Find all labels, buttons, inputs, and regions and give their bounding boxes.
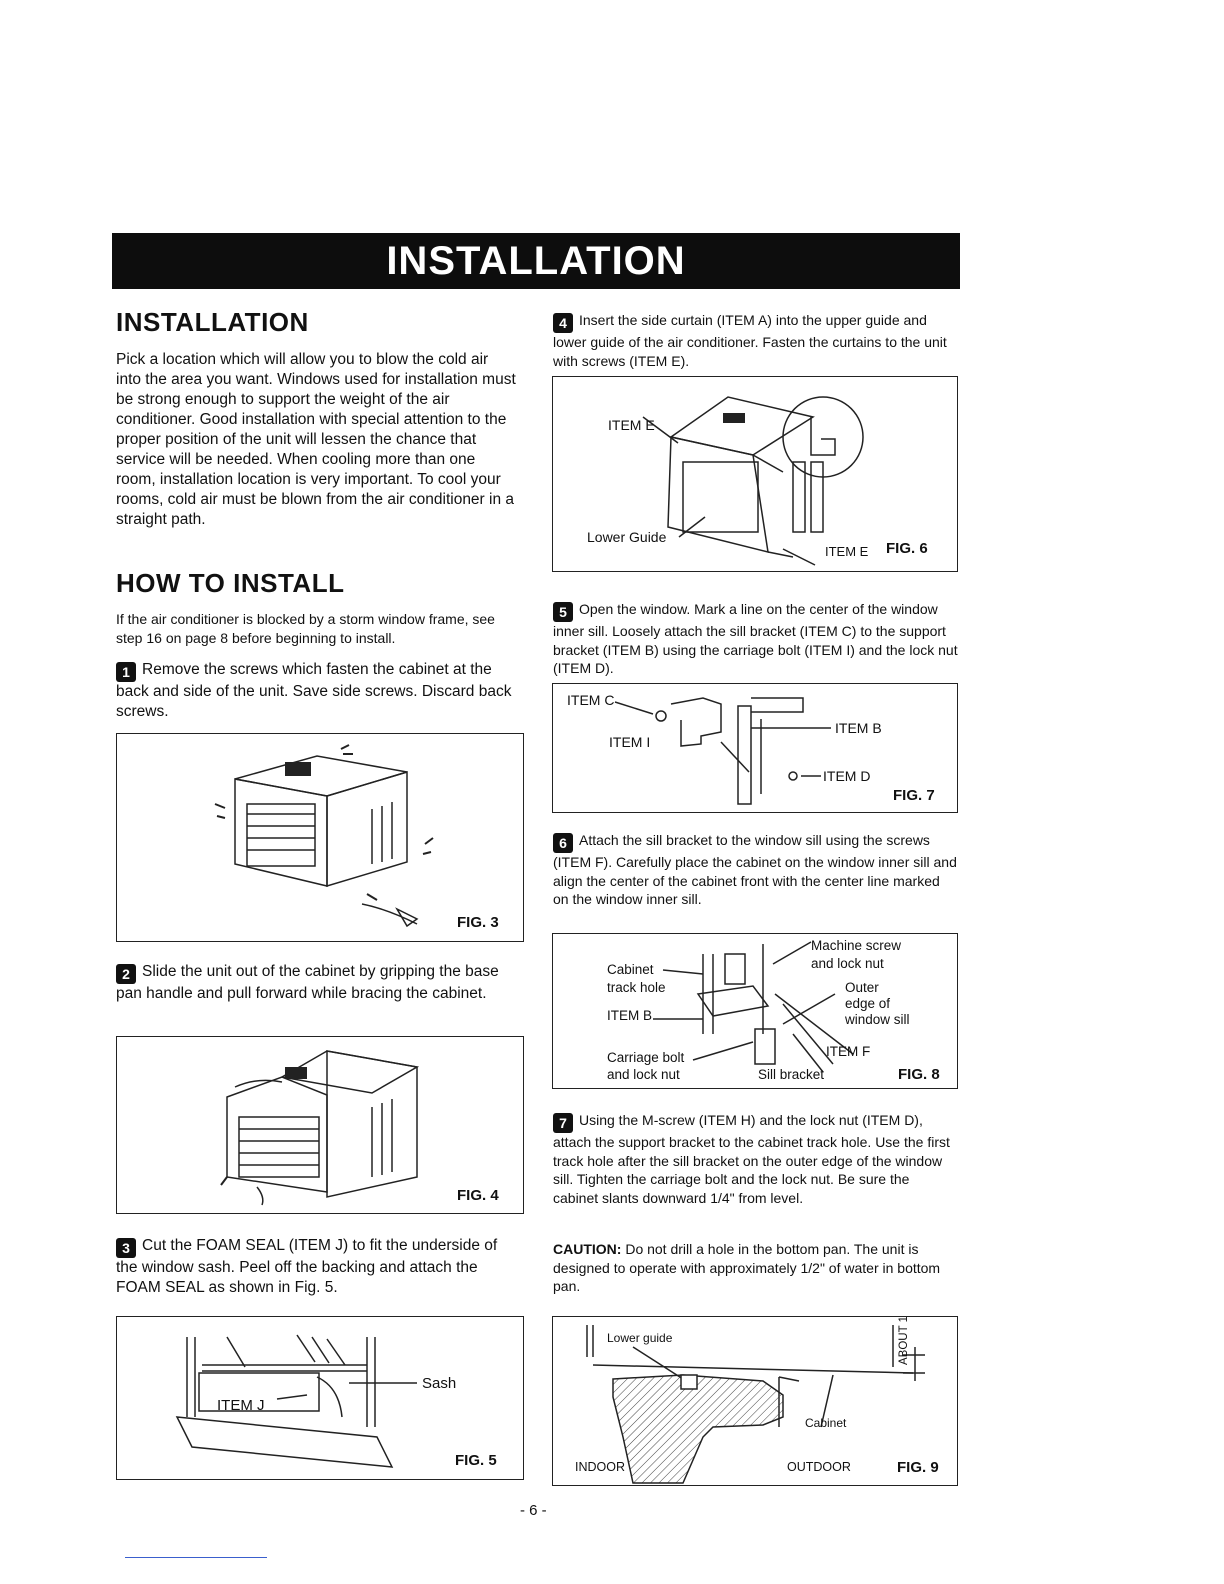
fig-6-illustration bbox=[642, 396, 864, 566]
fig-9-cabinet: Cabinet bbox=[805, 1416, 847, 1430]
fig-5-sash-label: Sash bbox=[422, 1375, 457, 1392]
fig-8-and-lock-nut: and lock nut bbox=[811, 956, 884, 971]
step-7-number: 7 bbox=[553, 1113, 573, 1133]
fig-9: Lower guide Cabinet INDOOR OUTDOOR ABOUT… bbox=[552, 1316, 958, 1486]
fig-7-label: FIG. 7 bbox=[893, 787, 935, 804]
fig-9-label: FIG. 9 bbox=[897, 1459, 939, 1476]
fig-9-about-quarter-inch: ABOUT 1/4" bbox=[898, 1316, 910, 1365]
step-5-text: Open the window. Mark a line on the cent… bbox=[553, 601, 958, 676]
step-7-text: Using the M-screw (ITEM H) and the lock … bbox=[553, 1112, 950, 1206]
fig-8-item-f: ITEM F bbox=[826, 1044, 871, 1059]
fig-8-illustration bbox=[653, 941, 854, 1073]
fig-4-illustration bbox=[220, 1050, 420, 1206]
fig-8-sill-bracket: Sill bracket bbox=[758, 1067, 825, 1082]
fig-5-illustration bbox=[175, 1334, 417, 1468]
fig-9-indoor: INDOOR bbox=[575, 1460, 625, 1474]
fig-7-item-i: ITEM I bbox=[609, 734, 651, 750]
caution-label: CAUTION: bbox=[553, 1241, 622, 1257]
fig-9-illustration bbox=[586, 1325, 925, 1484]
fig-3-label: FIG. 3 bbox=[457, 914, 499, 931]
step-5-number: 5 bbox=[553, 602, 573, 622]
fig-8-item-b: ITEM B bbox=[607, 1008, 653, 1023]
fig-8-outer: Outer bbox=[845, 980, 879, 995]
fig-8-machine-screw: Machine screw bbox=[811, 938, 902, 953]
fig-9-outdoor: OUTDOOR bbox=[787, 1460, 851, 1474]
fig-7: ITEM C ITEM I ITEM B ITEM D FIG. 7 bbox=[552, 683, 958, 813]
step-1-text: Remove the screws which fasten the cabin… bbox=[116, 661, 512, 720]
fig-8-edge-of: edge of bbox=[845, 996, 891, 1011]
step-4-number: 4 bbox=[553, 313, 573, 333]
fig-7-item-b: ITEM B bbox=[835, 720, 882, 736]
fig-7-item-c: ITEM C bbox=[567, 692, 615, 708]
step-3-text: Cut the FOAM SEAL (ITEM J) to fit the un… bbox=[116, 1237, 498, 1296]
step-3-number: 3 bbox=[116, 1238, 136, 1258]
storm-window-note: If the air conditioner is blocked by a s… bbox=[116, 611, 495, 646]
page-number: - 6 - bbox=[520, 1502, 547, 1519]
fig-7-illustration bbox=[614, 697, 831, 805]
page-banner: INSTALLATION bbox=[112, 233, 960, 289]
fig-7-item-d: ITEM D bbox=[823, 768, 871, 784]
installation-heading: INSTALLATION bbox=[116, 307, 309, 337]
fig-4-label: FIG. 4 bbox=[457, 1187, 499, 1204]
step-1-number: 1 bbox=[116, 662, 136, 682]
fig-6-lower-guide: Lower Guide bbox=[587, 529, 667, 545]
fig-9-lower-guide: Lower guide bbox=[607, 1331, 673, 1345]
how-to-install-heading: HOW TO INSTALL bbox=[116, 568, 345, 598]
step-4-text: Insert the side curtain (ITEM A) into th… bbox=[553, 312, 947, 369]
footer-rule bbox=[125, 1557, 267, 1558]
fig-6-item-e-bottom: ITEM E bbox=[825, 544, 869, 559]
fig-8-carriage-bolt: Carriage bolt bbox=[607, 1050, 685, 1065]
fig-6: ITEM E Lower Guide ITEM E FIG. 6 bbox=[552, 376, 958, 572]
fig-8: Cabinet track hole ITEM B Carriage bolt … bbox=[552, 933, 958, 1089]
step-2-text: Slide the unit out of the cabinet by gri… bbox=[116, 963, 499, 1002]
fig-5-item-j-label: ITEM J bbox=[217, 1397, 265, 1414]
installation-intro: Pick a location which will allow you to … bbox=[116, 351, 516, 528]
caution-note: CAUTION: Do not drill a hole in the bott… bbox=[553, 1240, 958, 1296]
fig-6-label: FIG. 6 bbox=[886, 540, 928, 557]
caution-text: Do not drill a hole in the bottom pan. T… bbox=[553, 1241, 941, 1294]
fig-6-item-e-top: ITEM E bbox=[608, 417, 655, 433]
fig-3: FIG. 3 bbox=[116, 733, 524, 942]
step-6-text: Attach the sill bracket to the window si… bbox=[553, 832, 957, 907]
fig-8-track-hole: track hole bbox=[607, 980, 666, 995]
step-2-number: 2 bbox=[116, 964, 136, 984]
fig-5-label: FIG. 5 bbox=[455, 1452, 497, 1469]
fig-4: FIG. 4 bbox=[116, 1036, 524, 1214]
step-6-number: 6 bbox=[553, 833, 573, 853]
fig-8-cabinet: Cabinet bbox=[607, 962, 654, 977]
fig-3-illustration bbox=[214, 744, 434, 928]
fig-8-label: FIG. 8 bbox=[898, 1066, 940, 1083]
fig-8-lock-nut: and lock nut bbox=[607, 1067, 680, 1082]
fig-8-window-sill: window sill bbox=[845, 1012, 910, 1027]
fig-5: Sash ITEM J FIG. 5 bbox=[116, 1316, 524, 1480]
